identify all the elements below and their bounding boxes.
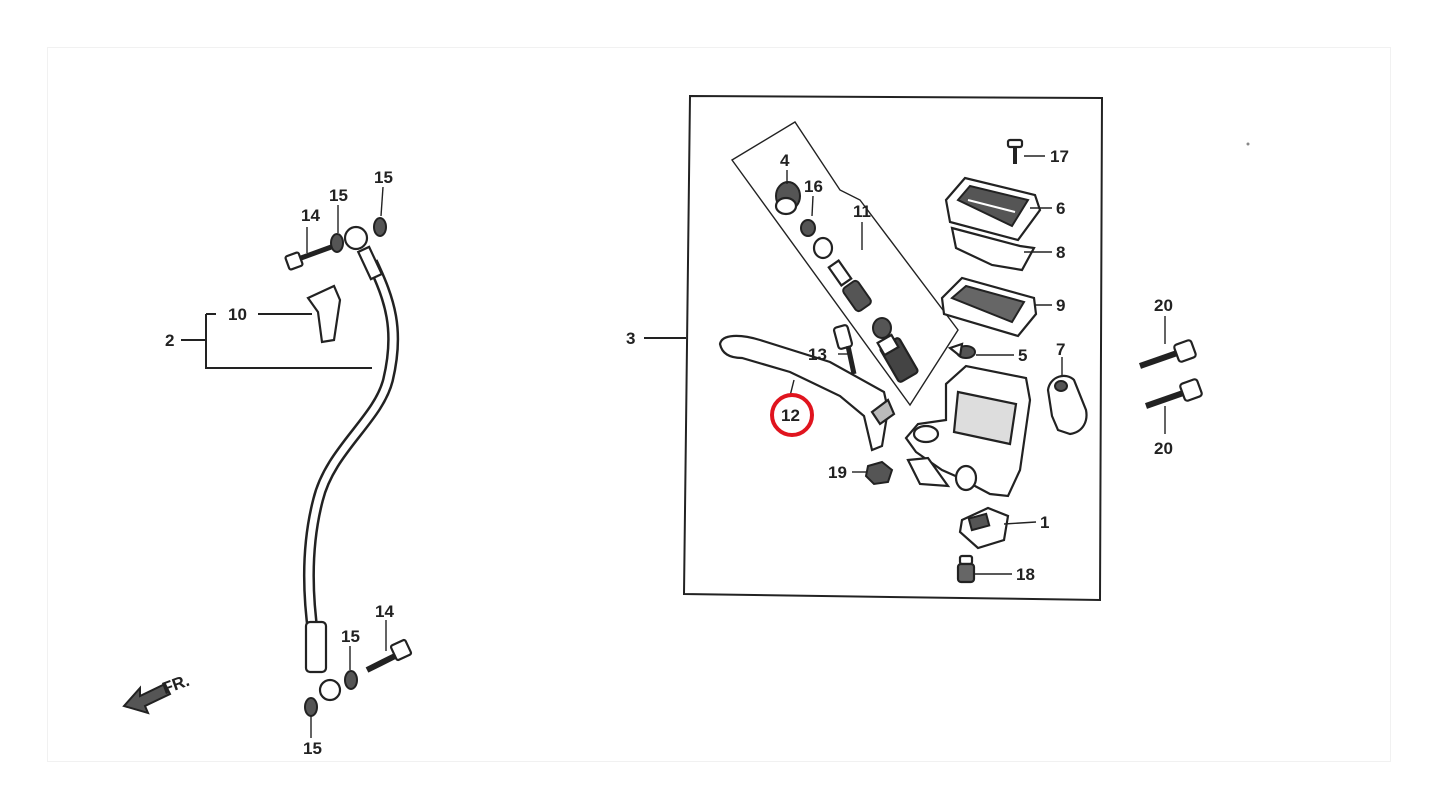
part-label-7: 7 — [1056, 340, 1065, 359]
lever-pivot-bolt — [832, 324, 857, 375]
banjo-bolt-upper — [284, 243, 335, 271]
part-label-19: 19 — [828, 463, 847, 482]
part-label-8: 8 — [1056, 243, 1065, 262]
switch-screw — [956, 554, 976, 584]
holder-bolt-lower — [1145, 378, 1203, 409]
part-label-14-lower: 14 — [375, 602, 394, 621]
reservoir-diaphragm — [940, 276, 1038, 338]
brake-light-switch — [958, 506, 1010, 550]
part-label-15-lower-a: 15 — [341, 627, 360, 646]
scan-speck — [1246, 142, 1250, 146]
master-cylinder-assembly — [644, 94, 1104, 602]
sealing-washer-lower-a — [344, 670, 358, 690]
sealing-washer-upper-a — [330, 233, 344, 253]
part-label-18: 18 — [1016, 565, 1035, 584]
sealing-washer-lower-b — [304, 697, 318, 717]
part-label-20-upper: 20 — [1154, 296, 1173, 315]
sealing-washer-upper-b — [373, 217, 387, 237]
lever-dust-boot — [947, 342, 976, 359]
part-label-2: 2 — [165, 331, 174, 350]
brake-lever — [718, 334, 896, 452]
part-label-16: 16 — [804, 177, 823, 196]
part-label-13: 13 — [808, 345, 827, 364]
hose-upper-banjo — [343, 225, 369, 251]
part-label-15-upper-a: 15 — [329, 186, 348, 205]
lever-holder-bracket — [1046, 357, 1088, 436]
cap-screw — [1006, 138, 1024, 164]
pivot-nut — [864, 460, 894, 486]
part-label-5: 5 — [1018, 346, 1027, 365]
assembly-bracket-2 — [205, 313, 372, 369]
highlight-ring-part-12[interactable] — [770, 393, 814, 437]
part-label-4: 4 — [780, 151, 790, 170]
piston-kit-box-11 — [730, 121, 959, 407]
hose-lower-fitting — [304, 620, 328, 674]
part-label-10: 10 — [228, 305, 247, 324]
hose-lower-banjo — [318, 678, 342, 702]
brake-hose-assembly — [181, 186, 413, 738]
part-label-20-lower: 20 — [1154, 439, 1173, 458]
hose-clamp — [306, 284, 342, 344]
reservoir-cap — [944, 176, 1042, 242]
parts-diagram-frame — [48, 48, 1390, 761]
master-cylinder-body — [904, 364, 1032, 498]
part-label-15-lower-b: 15 — [303, 739, 322, 758]
part-label-1: 1 — [1040, 513, 1049, 532]
part-label-14-upper: 14 — [301, 206, 320, 225]
part-label-11: 11 — [853, 202, 871, 221]
piston-components — [774, 181, 919, 383]
part-label-9: 9 — [1056, 296, 1065, 315]
part-label-15-upper-b: 15 — [374, 168, 393, 187]
front-direction-arrow — [122, 682, 172, 715]
front-direction-label: FR. — [160, 671, 192, 698]
part-label-12[interactable]: 12 — [781, 406, 800, 425]
part-label-3: 3 — [626, 329, 635, 348]
diaphragm-plate — [950, 226, 1036, 272]
banjo-bolt-lower — [365, 638, 413, 673]
part-label-17: 17 — [1050, 147, 1069, 166]
part-label-6: 6 — [1056, 199, 1065, 218]
holder-bolt-upper — [1139, 339, 1197, 369]
assembly-box-3 — [682, 94, 1104, 602]
